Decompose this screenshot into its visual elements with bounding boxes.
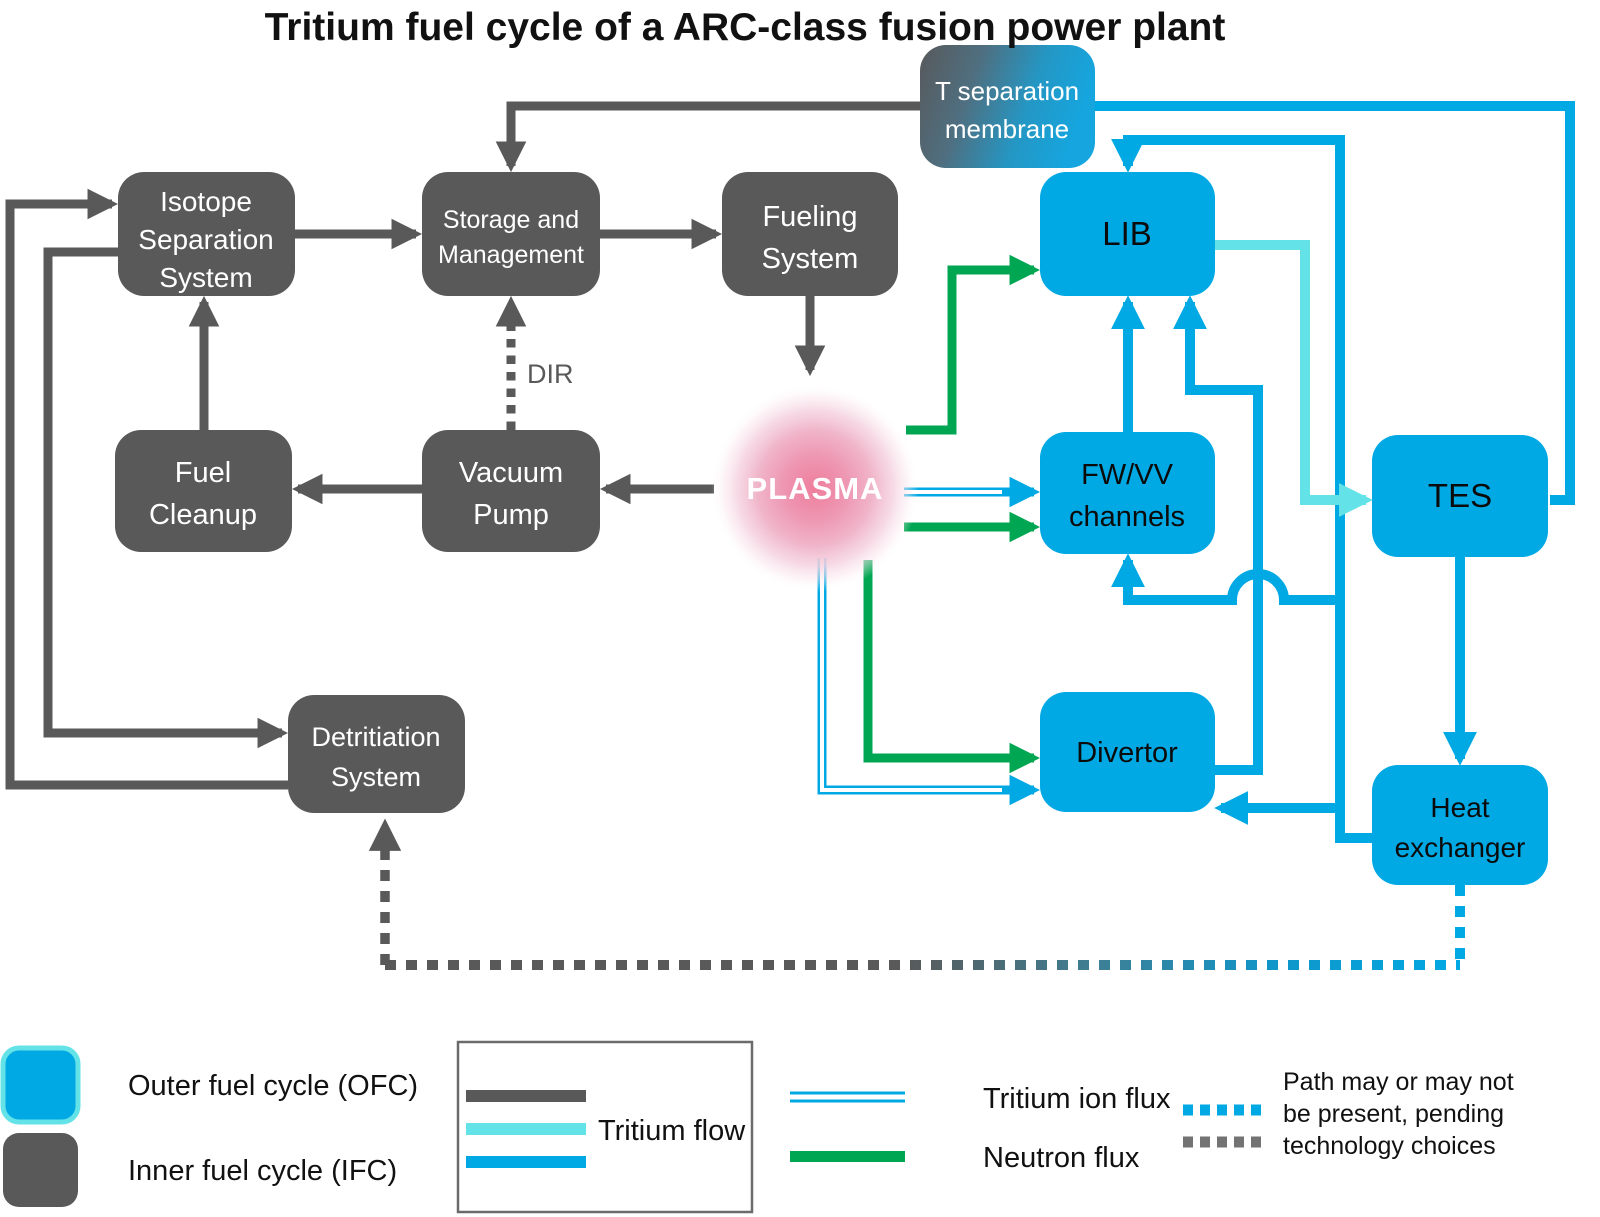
node-label: Vacuum: [459, 457, 563, 489]
legend-optional-line3: technology choices: [1283, 1132, 1496, 1160]
node-label: System: [331, 762, 421, 792]
node-label: Separation: [138, 224, 273, 255]
edge-iss-to-detritiation: [43, 247, 289, 749]
node-label: Cleanup: [149, 499, 257, 531]
node-isotope-separation-system: Isotope Separation System: [118, 172, 295, 296]
node-label: membrane: [945, 114, 1069, 144]
edge-tes-to-tsep: [1095, 101, 1575, 505]
node-label: LIB: [1102, 215, 1152, 252]
edge-heatexchanger-to-lib: [1110, 135, 1372, 843]
node-label: Management: [438, 241, 584, 269]
node-divertor: Divertor: [1040, 692, 1215, 812]
legend-ofc-label: Outer fuel cycle (OFC): [128, 1070, 418, 1102]
node-fueling-system: Fueling System: [722, 172, 898, 296]
node-label: Isotope: [160, 186, 252, 217]
node-t-separation-membrane: T separation membrane: [920, 45, 1095, 168]
node-label: FW/VV: [1081, 459, 1173, 491]
node-label: Storage and: [443, 206, 579, 234]
edge-tsep-to-storage: [495, 101, 920, 173]
node-label: System: [159, 262, 252, 293]
node-detritiation-system: Detritiation System: [288, 695, 465, 813]
legend-optional-line1: Path may or may not: [1283, 1068, 1514, 1096]
node-label: T separation: [935, 76, 1079, 106]
legend-tritium-flow-blue-line: [466, 1156, 586, 1168]
legend-optional-line2: be present, pending: [1283, 1100, 1504, 1128]
legend-neutron-flux-label: Neutron flux: [983, 1142, 1140, 1174]
node-label: Heat: [1430, 792, 1489, 823]
node-label: channels: [1069, 501, 1185, 533]
plasma-glow: [711, 384, 919, 592]
edges-layer: [5, 101, 1575, 970]
legend-neutron-flux-swatch: [790, 1151, 905, 1162]
node-label: TES: [1428, 477, 1492, 514]
node-label: Divertor: [1076, 737, 1178, 769]
node-lib: LIB: [1040, 172, 1215, 296]
node-label: Fueling: [762, 201, 857, 233]
edge-detritiation-to-iss: [5, 188, 288, 790]
legend-ifc-swatch: [3, 1133, 78, 1207]
legend-tritium-flow-label: Tritium flow: [598, 1115, 746, 1147]
legend-ion-flux-swatch: [790, 1091, 905, 1103]
node-tes: TES: [1372, 435, 1548, 557]
legend-ofc-swatch: [0, 1045, 81, 1125]
node-label: exchanger: [1395, 832, 1526, 863]
nodes-layer: Isotope Separation System Storage and Ma…: [115, 45, 1548, 885]
edge-neutron-plasma-to-divertor: [863, 560, 1041, 774]
node-label: System: [762, 243, 859, 275]
node-label: Fuel: [175, 457, 231, 489]
node-label: Pump: [473, 499, 549, 531]
edge-lib-to-tes-tritium: [1215, 240, 1373, 518]
node-vacuum-pump: Vacuum Pump: [422, 430, 600, 552]
node-label: Detritiation: [311, 722, 440, 752]
legend-tritium-flow-cyan-line: [466, 1123, 586, 1135]
dir-annotation: DIR: [527, 359, 574, 389]
legend: Outer fuel cycle (OFC) Inner fuel cycle …: [0, 1040, 1514, 1214]
node-fuel-cleanup: Fuel Cleanup: [115, 430, 292, 552]
edge-divertor-to-lib: [1172, 295, 1263, 775]
edge-ionflux-plasma-to-divertor-gap: [820, 558, 1002, 792]
legend-ion-flux-label: Tritium ion flux: [983, 1083, 1171, 1115]
edge-heatexchanger-to-fwvv: [1110, 553, 1340, 605]
edge-neutron-plasma-to-lib: [906, 254, 1041, 435]
node-fwvv-channels: FW/VV channels: [1040, 432, 1215, 554]
node-heat-exchanger: Heat exchanger: [1372, 765, 1548, 885]
node-plasma: PLASMA: [711, 384, 919, 592]
legend-tritium-flow-gray-line: [466, 1090, 586, 1102]
node-storage-and-management: Storage and Management: [422, 172, 600, 296]
page-title: Tritium fuel cycle of a ARC-class fusion…: [265, 6, 1226, 49]
legend-ifc-label: Inner fuel cycle (IFC): [128, 1155, 397, 1187]
plasma-label: PLASMA: [747, 471, 884, 506]
